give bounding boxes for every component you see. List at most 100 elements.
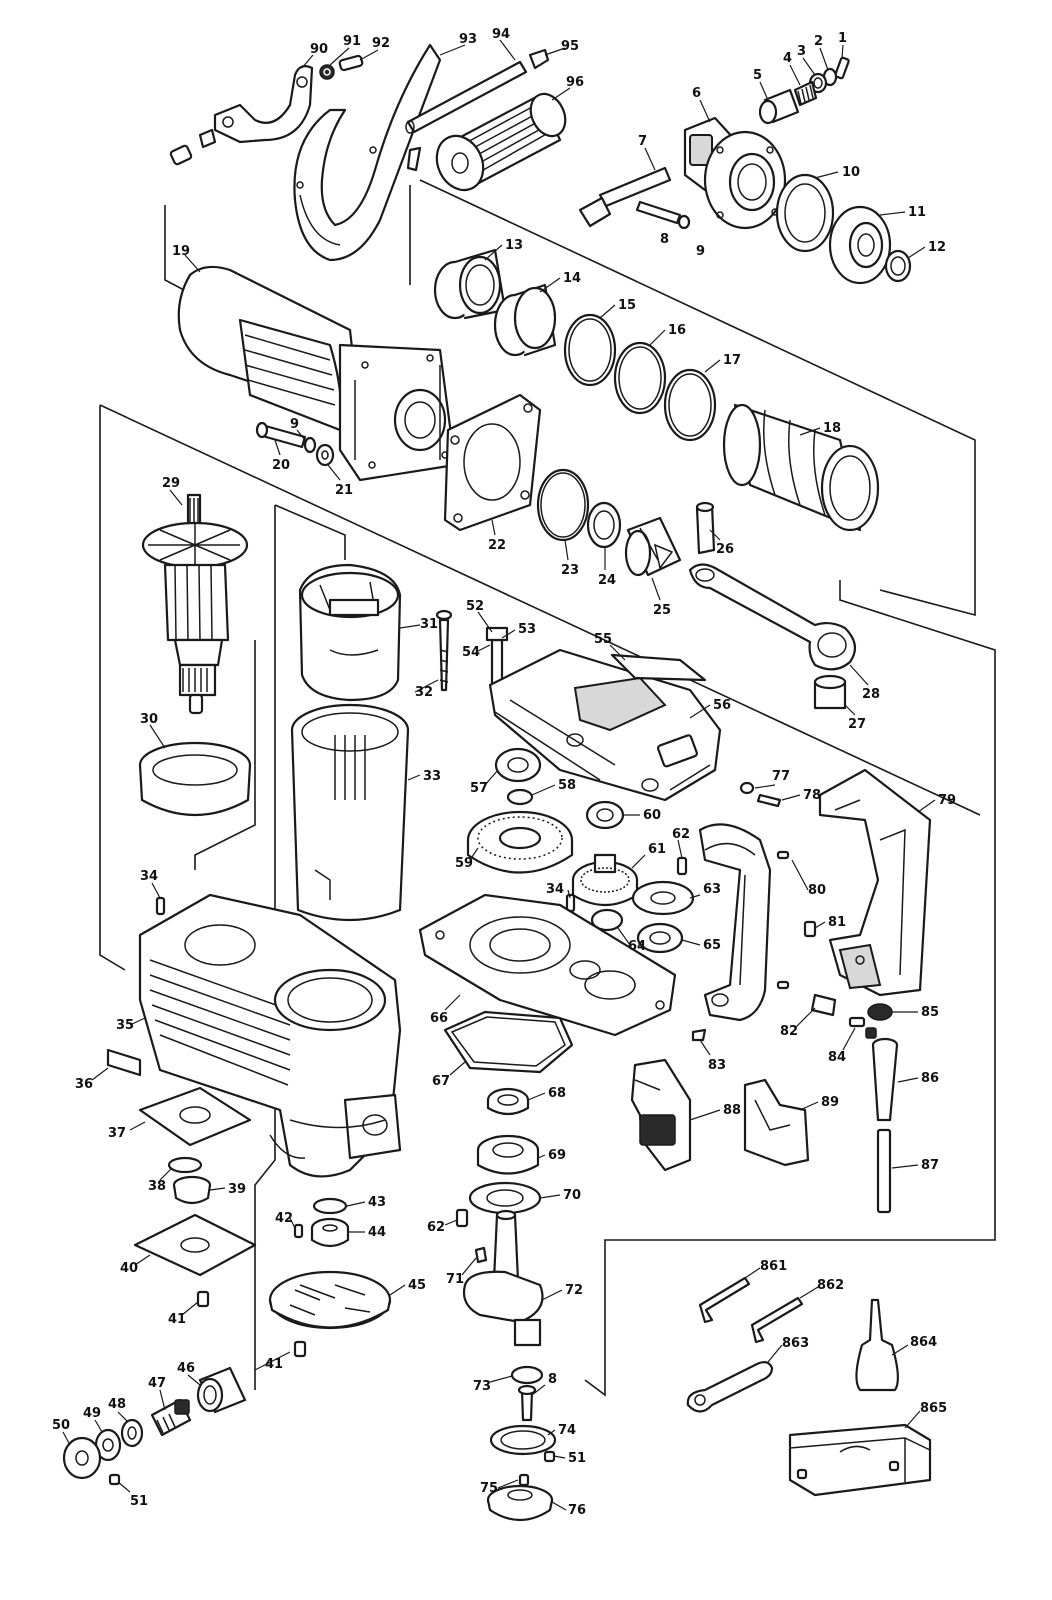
callout-81: 81 [828,915,846,930]
callout-26: 26 [716,542,734,557]
callout-71: 71 [446,1272,464,1287]
callout-73: 73 [473,1379,491,1394]
cord-guard-86 [871,1037,899,1122]
callout-51-right: 51 [568,1451,586,1466]
callout-80: 80 [808,883,826,898]
callout-60: 60 [643,808,661,823]
callout-31: 31 [420,617,438,632]
pin-26 [695,501,716,555]
callout-76: 76 [568,1503,586,1518]
callout-45: 45 [408,1278,426,1293]
callout-5: 5 [753,68,762,83]
leader-lines [62,39,936,1511]
screw-41-right [293,1340,307,1358]
main-housing-35 [138,893,402,1178]
callout-6: 6 [692,86,701,101]
group-line-right-box [584,580,996,1397]
callout-861: 861 [760,1259,787,1274]
grip-96 [435,92,567,192]
callout-41-left: 41 [168,1312,186,1327]
callout-863: 863 [782,1336,809,1351]
brush-holder-46 [196,1366,247,1414]
callout-33: 33 [423,769,441,784]
hex-key-862 [750,1296,804,1344]
callout-9-top: 9 [696,244,705,259]
sleeve-13 [433,248,507,320]
callout-75: 75 [480,1481,498,1496]
callout-87: 87 [921,1158,939,1173]
callout-95: 95 [561,39,579,54]
rod-94 [405,60,528,134]
gasket-22 [443,393,542,532]
callout-43: 43 [368,1195,386,1210]
motor-housing-33 [290,703,410,922]
callout-36: 36 [75,1077,93,1092]
washer-73 [510,1365,544,1385]
washer-9-top [677,214,691,230]
callout-32: 32 [415,685,433,700]
pin-34-mid [565,893,576,913]
bracket-90 [169,65,314,166]
label-55 [610,653,707,682]
cord-87 [876,1128,892,1214]
callout-20: 20 [272,458,290,473]
piston-25 [624,516,682,577]
pin-75 [518,1473,530,1487]
callout-22: 22 [488,538,506,553]
callout-66: 66 [430,1011,448,1026]
callout-14: 14 [563,271,581,286]
hex-key-861 [698,1276,751,1324]
pin-42 [293,1223,304,1239]
screw-51-right [543,1450,556,1463]
callout-79: 79 [938,793,956,808]
callout-9-mid: 9 [290,417,299,432]
callout-13: 13 [505,238,523,253]
front-cover-6 [683,116,787,230]
callout-78: 78 [803,788,821,803]
ring-38 [167,1156,203,1174]
callout-91: 91 [343,34,361,49]
callout-74: 74 [558,1423,576,1438]
callout-59: 59 [455,856,473,871]
tube-14 [493,283,557,357]
group-line-top [419,179,976,617]
washer-63 [631,880,695,916]
screw-78 [756,793,782,808]
switch-88 [630,1058,692,1172]
ring-17 [663,368,717,442]
crankshaft-72 [462,1209,544,1347]
callout-67: 67 [432,1074,450,1089]
callout-41-right: 41 [265,1357,283,1372]
pin-8-top [635,200,682,225]
cover-50 [62,1436,102,1480]
ring-24 [586,501,622,549]
callout-34-mid: 34 [546,882,564,897]
callout-53: 53 [518,622,536,637]
callout-34-left: 34 [140,869,158,884]
gear-cover-56 [488,648,722,802]
callout-96: 96 [566,75,584,90]
callout-64: 64 [628,939,646,954]
callout-62-top: 62 [672,827,690,842]
gear-61 [571,853,639,906]
clip-95 [528,48,550,70]
callout-57: 57 [470,781,488,796]
block-82 [810,993,837,1017]
wrench-863 [686,1361,774,1413]
callout-19: 19 [172,244,190,259]
barrel-housing-19 [177,265,457,482]
callout-86: 86 [921,1071,939,1086]
switch-89 [743,1078,810,1167]
screw-32 [435,609,453,692]
callout-18: 18 [823,421,841,436]
callout-93: 93 [459,32,477,47]
callout-16: 16 [668,323,686,338]
cylinder-18 [722,403,880,532]
callout-85: 85 [921,1005,939,1020]
callout-4: 4 [783,51,792,66]
ring-15 [563,313,617,387]
callout-2: 2 [814,34,823,49]
callout-42: 42 [275,1211,293,1226]
con-rod-28 [688,563,857,671]
